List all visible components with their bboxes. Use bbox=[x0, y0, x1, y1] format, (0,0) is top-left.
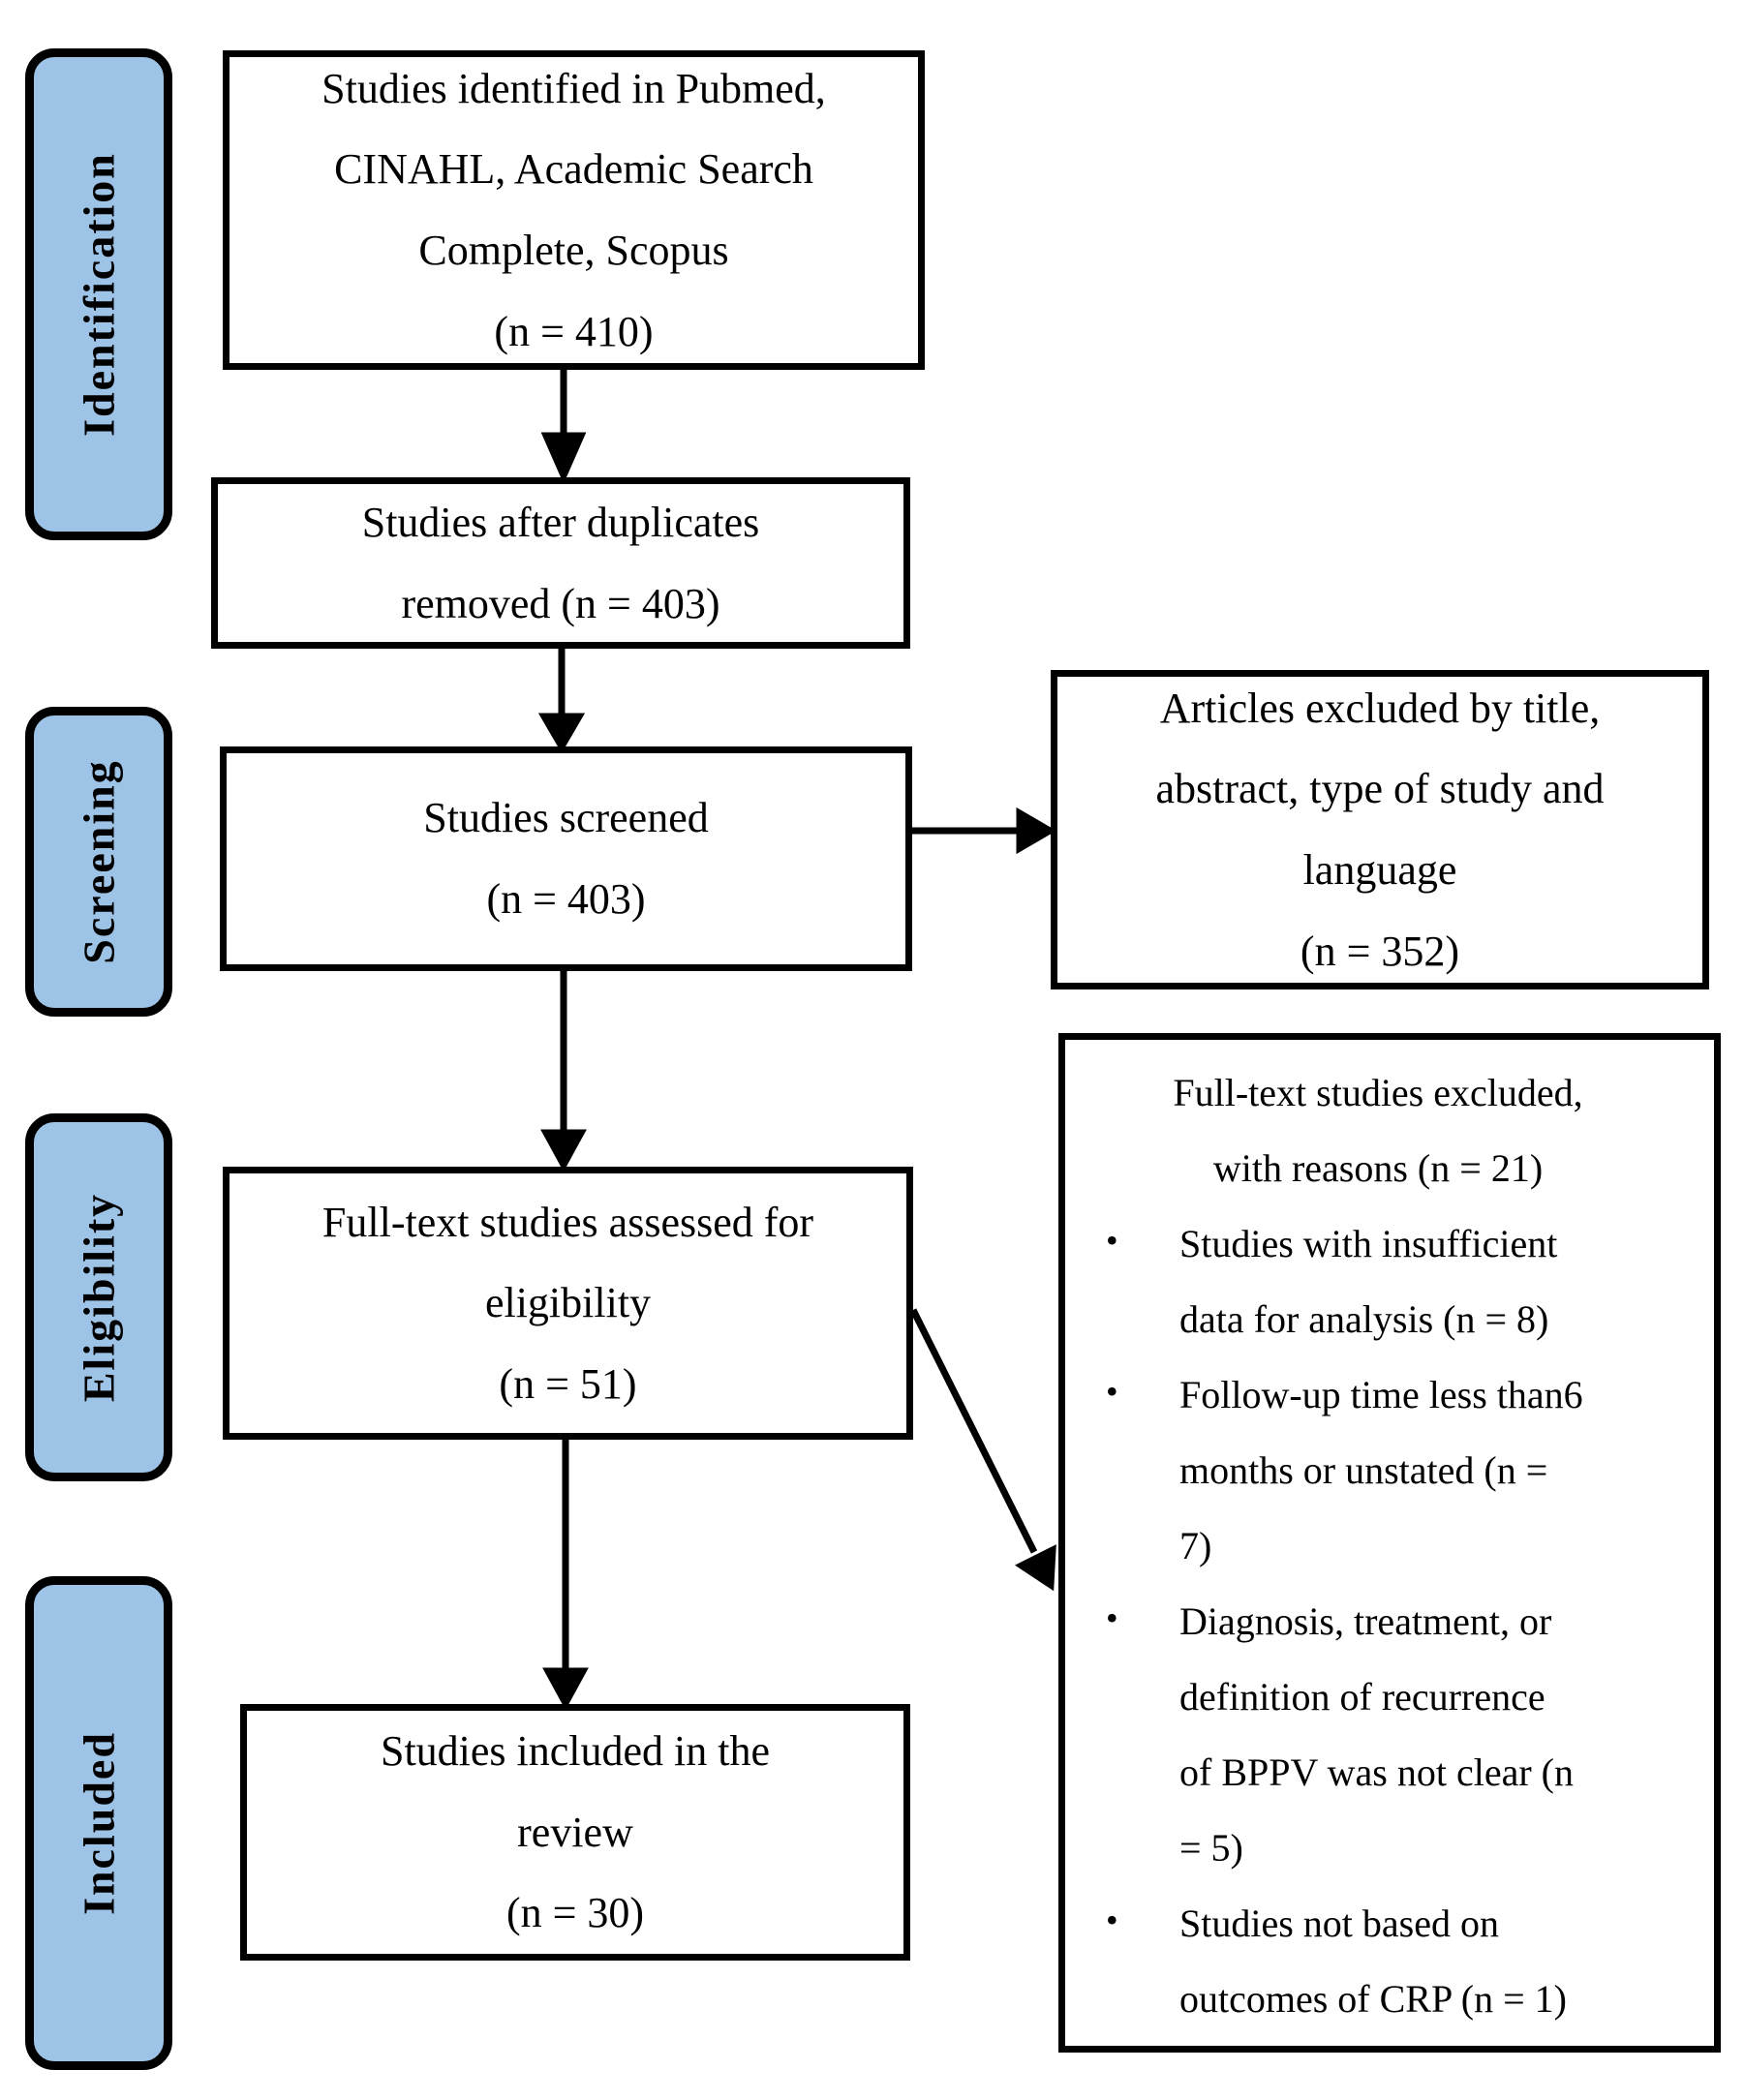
arrow-screened-to-fulltext-head bbox=[540, 1129, 587, 1172]
box-articles-excluded: Articles excluded by title, abstract, ty… bbox=[1051, 670, 1709, 989]
bullet-icon: • bbox=[1106, 1372, 1118, 1411]
exclusion-reason-item: • Studies not based on outcomes of CRP (… bbox=[1065, 1886, 1691, 2037]
box-studies-included: Studies included in the review (n = 30) bbox=[240, 1704, 910, 1961]
stage-identification-label: Identification bbox=[74, 152, 124, 437]
box-fulltext-excluded: Full-text studies excluded, with reasons… bbox=[1058, 1033, 1721, 2053]
bullet-icon: • bbox=[1106, 1598, 1118, 1637]
stage-included: Included bbox=[25, 1576, 172, 2070]
stage-screening: Screening bbox=[25, 707, 172, 1017]
arrow-duplicates-to-screened-head bbox=[537, 713, 586, 753]
stage-included-label: Included bbox=[74, 1731, 124, 1915]
stage-identification: Identification bbox=[25, 48, 172, 540]
exclusion-reason-item: • Diagnosis, treatment, or definition of… bbox=[1065, 1584, 1691, 1886]
box-fulltext-assessed: Full-text studies assessed for eligibili… bbox=[223, 1167, 913, 1440]
fulltext-excluded-header: Full-text studies excluded, with reasons… bbox=[1173, 1071, 1583, 1190]
stage-eligibility-label: Eligibility bbox=[74, 1192, 124, 1403]
stage-eligibility: Eligibility bbox=[25, 1113, 172, 1481]
stage-screening-label: Screening bbox=[74, 759, 124, 964]
exclusion-reason-text: Studies with insufficient data for analy… bbox=[1179, 1222, 1558, 1341]
arrow-identified-to-duplicates-head bbox=[540, 432, 587, 484]
exclusion-reason-text: Diagnosis, treatment, or definition of r… bbox=[1179, 1599, 1574, 1870]
exclusion-reason-text: Follow-up time less than6 months or unst… bbox=[1179, 1373, 1583, 1567]
box-studies-screened: Studies screened (n = 403) bbox=[220, 746, 912, 971]
exclusion-reason-item: • Follow-up time less than6 months or un… bbox=[1065, 1357, 1691, 1584]
box-duplicates-removed: Studies after duplicates removed (n = 40… bbox=[211, 477, 910, 649]
box-studies-identified: Studies identified in Pubmed, CINAHL, Ac… bbox=[223, 50, 925, 370]
arrow-fulltext-to-excluded-line bbox=[909, 1308, 1038, 1554]
bullet-icon: • bbox=[1106, 1901, 1118, 1939]
exclusion-reason-text: Studies not based on outcomes of CRP (n … bbox=[1179, 1902, 1567, 2021]
exclusion-reason-item: • Studies with insufficient data for ana… bbox=[1065, 1206, 1691, 1357]
bullet-icon: • bbox=[1106, 1221, 1118, 1260]
arrow-fulltext-to-excluded-head bbox=[1015, 1544, 1056, 1592]
arrow-fulltext-to-included-head bbox=[542, 1667, 589, 1711]
arrow-screened-to-excluded-head bbox=[1016, 807, 1056, 855]
